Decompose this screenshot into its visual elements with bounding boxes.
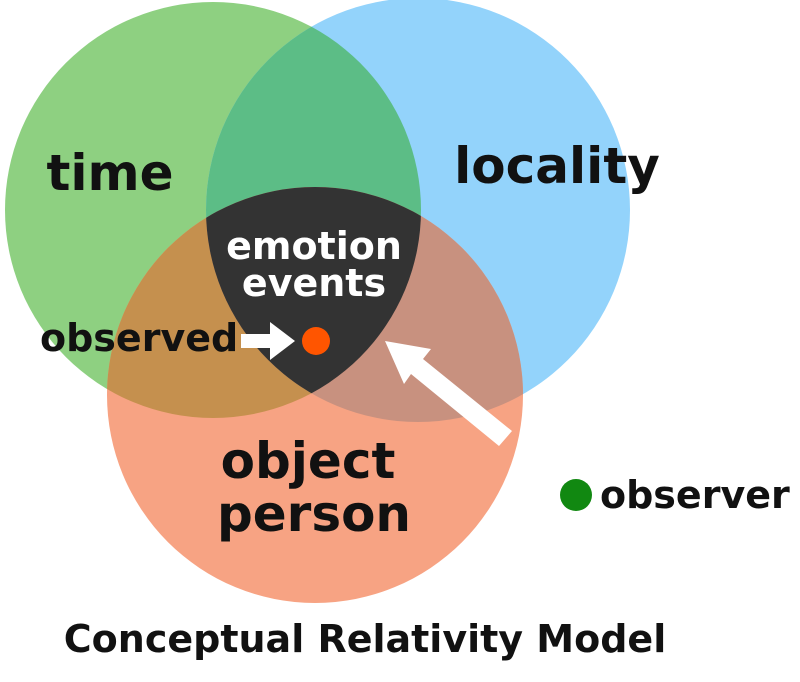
observed-label: observed [40,316,238,360]
person-label: person [217,485,411,543]
observed-arrow-icon [241,322,295,360]
locality-label: locality [454,137,660,195]
observer-dot [560,479,592,511]
observer-label: observer [600,473,790,517]
object-label: object [221,432,396,490]
center-label-line2: events [242,261,386,305]
diagram-title: Conceptual Relativity Model [64,617,666,661]
observer-arrow-icon [385,341,512,446]
time-label: time [46,144,173,202]
observed-dot [302,327,330,355]
center-label-line1: emotion [226,224,402,268]
